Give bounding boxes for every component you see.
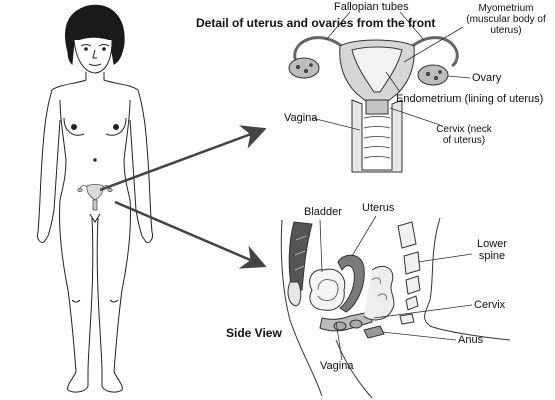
cervix-front [365, 99, 389, 115]
side-view-heading: Side View [226, 326, 282, 340]
uterus-side [337, 254, 365, 313]
label-endometrium: Endometrium (lining of uterus) [396, 93, 544, 105]
label-anus: Anus [458, 334, 484, 346]
label-cervix-side: Cervix [474, 299, 506, 311]
endometrium [351, 46, 403, 93]
body-uterus-marker [77, 184, 113, 211]
left-ovary [288, 57, 320, 79]
arrow-to-side-view [114, 200, 267, 269]
pubic-bone [287, 281, 302, 307]
vagina-side [319, 311, 373, 332]
front-detail-leaders [311, 11, 471, 131]
label-fallopian-tubes: Fallopian tubes [334, 1, 409, 13]
rectum [363, 266, 395, 321]
label-ovary: Ovary [472, 72, 502, 84]
label-cervix-front: Cervix (neck of uterus) [436, 124, 492, 146]
label-bladder: Bladder [304, 206, 342, 218]
label-lower-spine: Lower spine [477, 238, 507, 262]
label-uterus: Uterus [362, 202, 395, 214]
front-detail-illustration [288, 36, 459, 173]
abdominal-muscle [288, 221, 313, 293]
label-vagina-side: Vagina [320, 360, 354, 372]
front-detail-heading: Detail of uterus and ovaries from the fr… [196, 16, 436, 30]
bladder [309, 268, 346, 311]
lower-spine [397, 221, 421, 325]
side-view-illustration [280, 217, 511, 399]
vagina-front [351, 99, 403, 173]
arrow-to-front-detail [99, 125, 267, 192]
right-ovary [417, 64, 449, 86]
female-figure [37, 4, 153, 393]
label-myometrium: Myometrium (muscular body of uterus) [466, 3, 546, 36]
hair [65, 4, 125, 66]
label-vagina-front: Vagina [284, 112, 318, 124]
side-view-leaders [319, 215, 473, 361]
